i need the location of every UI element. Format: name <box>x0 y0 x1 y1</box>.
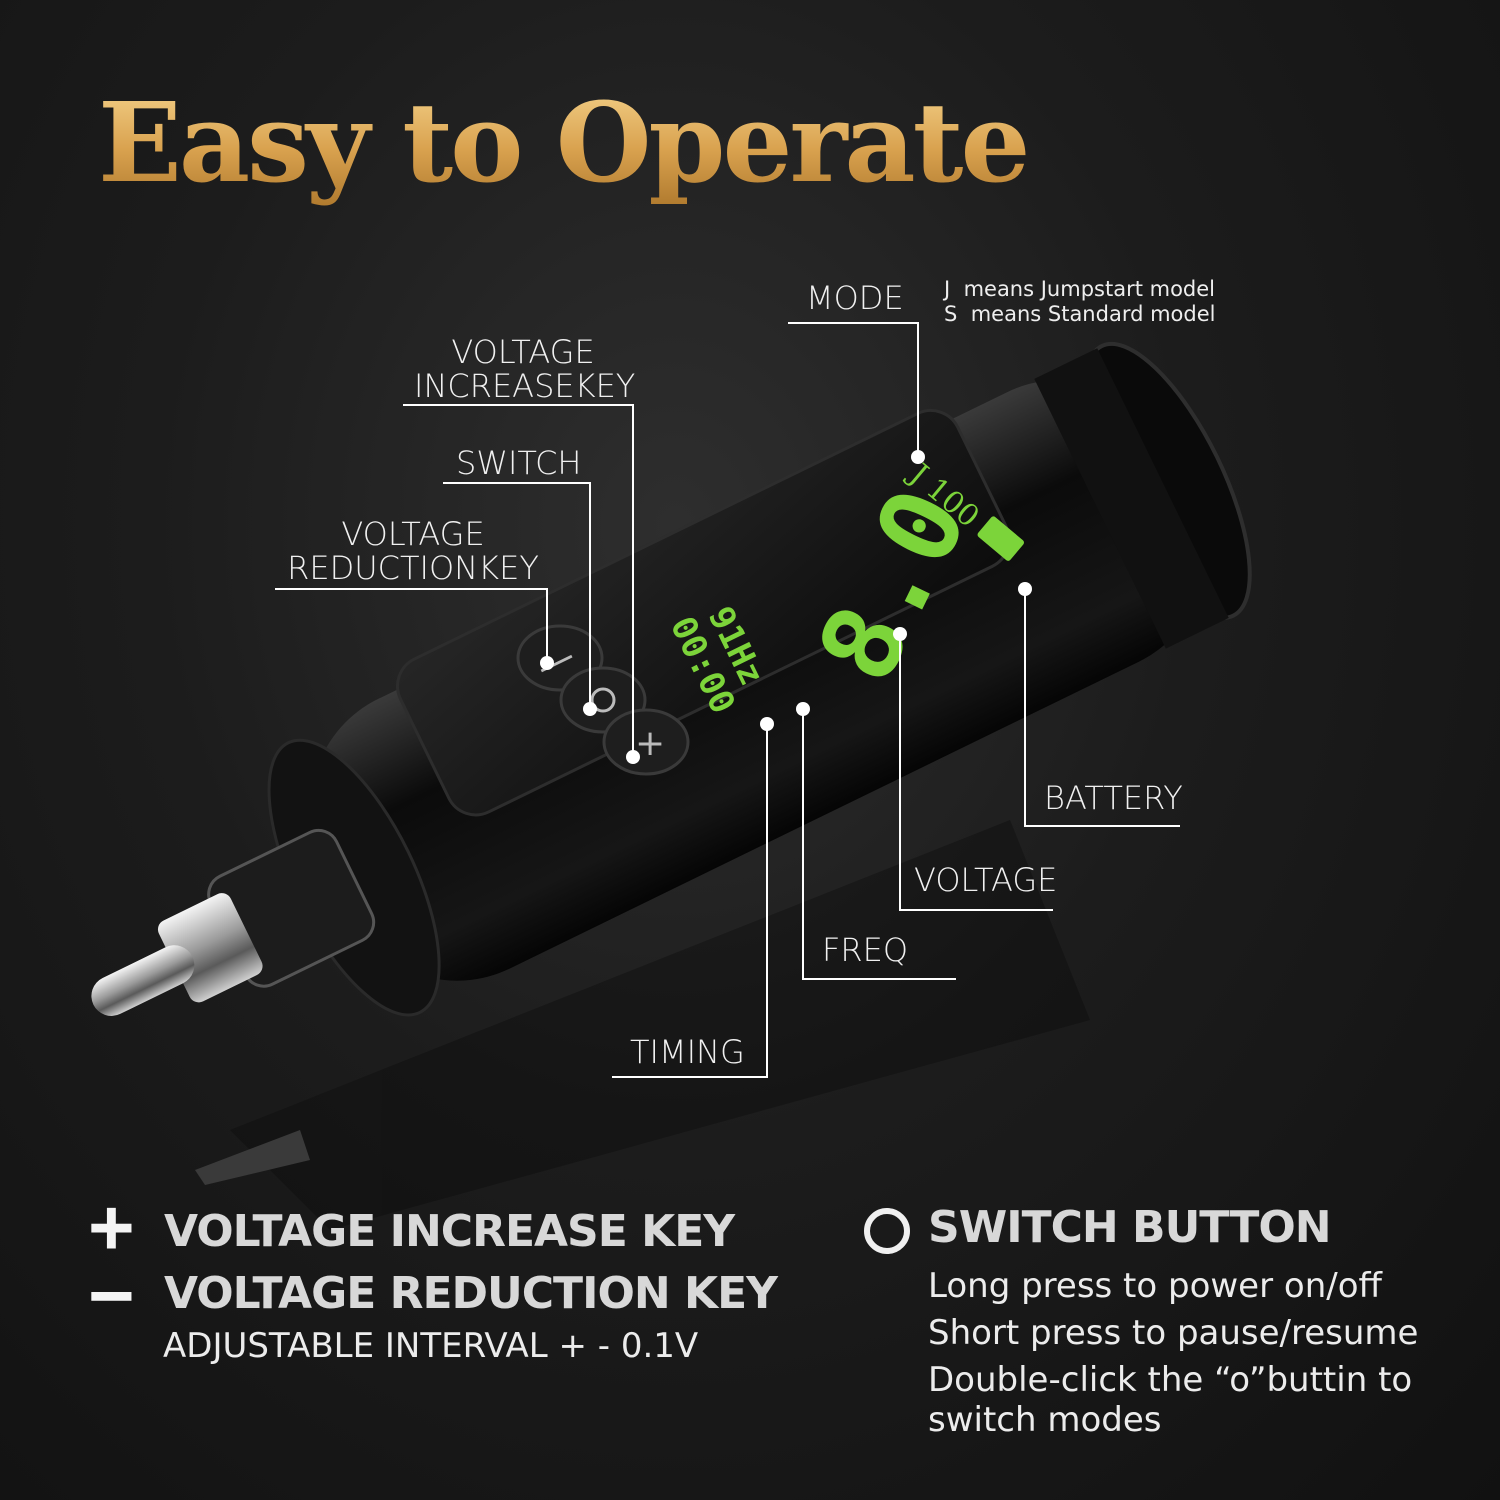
callout-voltage-reduction-line2: REDUCTIONKEY <box>287 548 539 587</box>
switch-desc-line-3: Double-click the “o”buttin to <box>928 1360 1413 1400</box>
leader-dots <box>540 450 1032 764</box>
callout-mode: MODE <box>806 279 904 317</box>
device-buttons: | + <box>516 624 690 776</box>
mode-letter-j: J <box>944 277 951 301</box>
voltage-reduction-key-label: VOLTAGE REDUCTION KEY <box>164 1268 778 1319</box>
callout-voltage-reduction-line1: VOLTAGE <box>341 515 485 553</box>
page-title: Easy to Operate <box>98 78 1030 207</box>
switch-desc-line-2: Short press to pause/resume <box>928 1313 1419 1353</box>
leader-lines <box>275 322 1180 1078</box>
switch-circle-icon <box>864 1208 910 1254</box>
minus-key-icon: − <box>88 1251 135 1340</box>
switch-desc-line-4: switch modes <box>928 1400 1162 1440</box>
switch-button-heading: SWITCH BUTTON <box>928 1202 1332 1253</box>
callout-voltage-reduction: VOLTAGE REDUCTIONKEY <box>286 515 540 587</box>
callout-voltage-increase-line1: VOLTAGE <box>451 333 595 371</box>
mode-desc-s: means Standard model <box>970 302 1216 326</box>
power-icon <box>590 687 616 713</box>
callout-battery: BATTERY <box>1044 779 1183 817</box>
mode-desc-j: means Jumpstart model <box>963 277 1215 301</box>
mode-letter-s: S <box>944 302 958 326</box>
battery-icon <box>977 516 1024 561</box>
callout-voltage-increase: VOLTAGE INCREASEKEY <box>414 333 636 405</box>
plus-icon: + <box>635 723 665 764</box>
callout-voltage: VOLTAGE <box>914 861 1058 899</box>
mode-note-s: S means Standard model <box>944 301 1215 327</box>
callout-voltage-increase-line2: INCREASEKEY <box>414 366 636 405</box>
voltage-increase-key-label: VOLTAGE INCREASE KEY <box>164 1206 735 1257</box>
callout-switch: SWITCH <box>456 444 582 482</box>
callout-freq: FREQ <box>822 931 909 969</box>
plus-key-icon: + <box>88 1183 135 1272</box>
device-reflection <box>195 820 1090 1230</box>
adjustable-interval-text: ADJUSTABLE INTERVAL + - 0.1V <box>163 1326 699 1366</box>
callout-timing: TIMING <box>630 1033 745 1071</box>
mode-note-j: J means Jumpstart model <box>944 276 1215 302</box>
switch-desc-line-1: Long press to power on/off <box>928 1266 1382 1306</box>
